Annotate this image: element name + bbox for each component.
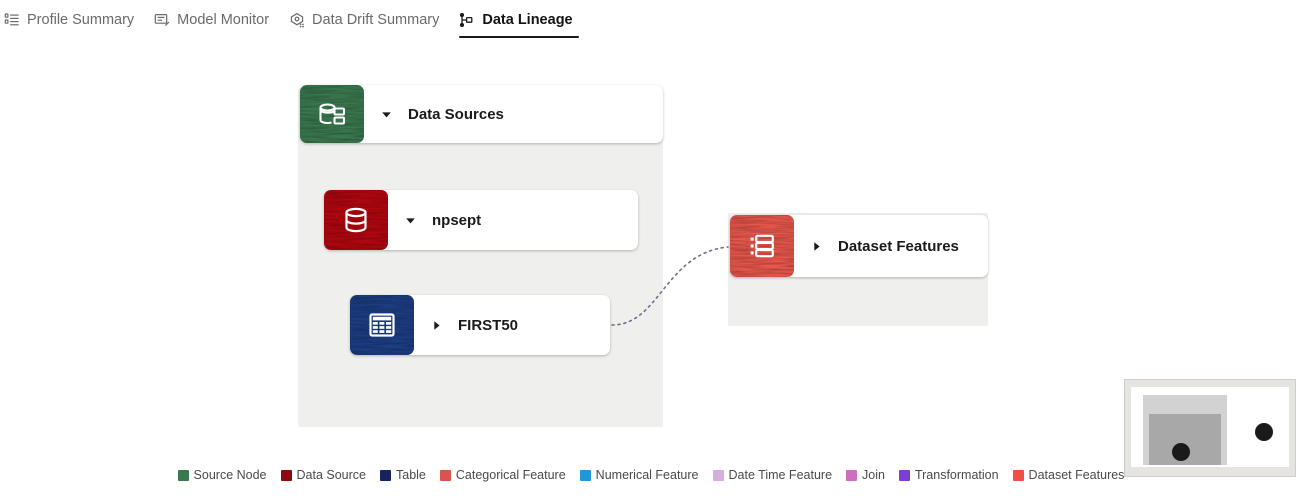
list-summary-icon (4, 12, 20, 28)
tab-bar: Profile Summary Model Monitor (0, 0, 1302, 40)
legend-swatch (1012, 469, 1024, 481)
node-label: Data Sources (408, 105, 504, 123)
legend-label: Date Time Feature (728, 468, 833, 482)
legend-item-transformation: Transformation (898, 468, 999, 482)
legend-label: Numerical Feature (595, 468, 699, 482)
legend-swatch (380, 469, 391, 481)
tab-label: Profile Summary (27, 12, 135, 28)
source-node-icon (300, 85, 364, 143)
legend-swatch (439, 469, 451, 481)
node-data-sources[interactable]: Data Sources (300, 85, 663, 143)
legend-label: Dataset Features (1028, 468, 1125, 482)
node-caret-down-icon[interactable] (388, 190, 432, 250)
tab-model-monitor[interactable]: Model Monitor (150, 0, 285, 40)
legend-swatch (579, 469, 591, 481)
monitor-edit-icon (154, 12, 170, 28)
legend-swatch (898, 469, 910, 481)
tab-label: Model Monitor (177, 12, 270, 28)
drift-graph-icon (289, 12, 305, 28)
tab-data-drift-summary[interactable]: Data Drift Summary (285, 0, 455, 40)
legend-swatch (177, 469, 189, 481)
legend-item-data-source: Data Source (280, 468, 366, 482)
tab-label: Data Drift Summary (312, 12, 440, 28)
node-caret-down-icon[interactable] (364, 85, 408, 143)
node-caret-right-icon[interactable] (414, 295, 458, 355)
lineage-canvas[interactable]: Data Sources npsept (0, 40, 1302, 477)
legend-item-date-time-feature: Date Time Feature (712, 468, 833, 482)
legend-swatch (712, 469, 724, 481)
node-label: npsept (432, 211, 482, 229)
feature-list-icon (730, 215, 794, 277)
tab-label: Data Lineage (482, 12, 573, 28)
node-caret-right-icon[interactable] (794, 215, 838, 277)
legend-swatch (280, 469, 292, 481)
node-npsept[interactable]: npsept (324, 190, 638, 250)
legend-item-numerical-feature: Numerical Feature (579, 468, 699, 482)
lineage-tree-icon (459, 12, 475, 28)
legend-label: Join (862, 468, 885, 482)
node-label: FIRST50 (458, 316, 519, 334)
legend: Source Node Data Source Table Categorica… (0, 468, 1302, 482)
legend-label: Source Node (193, 468, 267, 482)
legend-item-source-node: Source Node (177, 468, 267, 482)
legend-label: Transformation (914, 468, 999, 482)
legend-item-join: Join (846, 468, 885, 482)
legend-label: Table (396, 468, 426, 482)
legend-item-dataset-features: Dataset Features (1012, 468, 1125, 482)
minimap-node-dot (1255, 423, 1273, 441)
tab-profile-summary[interactable]: Profile Summary (0, 0, 150, 40)
database-icon (324, 190, 388, 250)
minimap[interactable] (1124, 379, 1296, 477)
legend-label: Data Source (296, 468, 366, 482)
node-dataset-features[interactable]: Dataset Features (730, 215, 988, 277)
legend-item-table: Table (380, 468, 426, 482)
node-label: Dataset Features (838, 237, 959, 255)
node-first50[interactable]: FIRST50 (350, 295, 610, 355)
legend-swatch (846, 469, 858, 481)
data-sources-group (298, 88, 663, 427)
minimap-node-dot (1172, 443, 1190, 461)
tab-data-lineage[interactable]: Data Lineage (455, 0, 588, 40)
table-icon (350, 295, 414, 355)
minimap-viewport[interactable] (1131, 387, 1289, 467)
legend-label: Categorical Feature (455, 468, 566, 482)
active-tab-underline (459, 35, 579, 38)
legend-item-categorical-feature: Categorical Feature (439, 468, 566, 482)
